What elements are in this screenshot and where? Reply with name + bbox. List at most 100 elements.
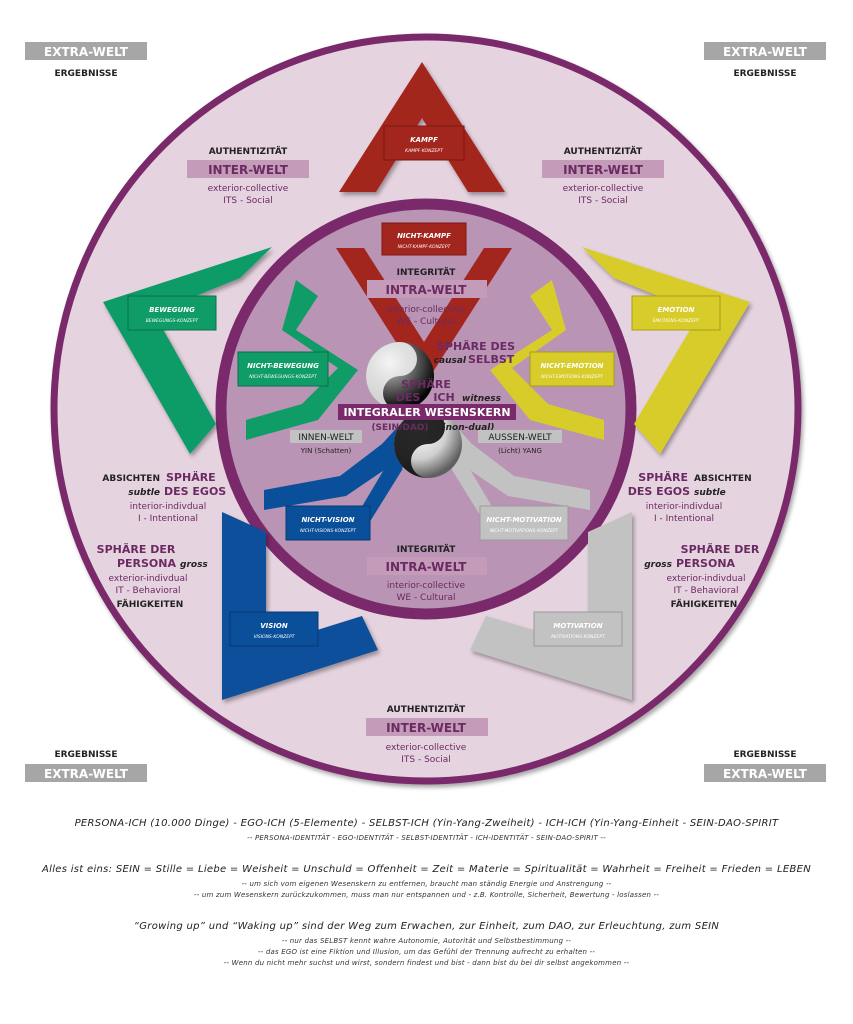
corner-title: EXTRA-WELT — [44, 767, 129, 781]
svg-text:subtle: subtle — [128, 488, 160, 498]
corner-sub: ERGEBNISSE — [733, 750, 796, 760]
svg-text:WE - Cultural: WE - Cultural — [397, 317, 456, 327]
intra-welt-bottom: INTEGRITÄT INTRA-WELT interior-collectiv… — [367, 544, 487, 603]
svg-text:NICHT-MOTIVATION: NICHT-MOTIVATION — [486, 516, 561, 524]
yin-yang-swirl-bottom — [394, 410, 445, 478]
svg-text:PERSONA: PERSONA — [117, 557, 177, 570]
inter-welt-bottom: AUTHENTIZITÄT INTER-WELT exterior-collec… — [366, 704, 488, 765]
svg-text:IT - Behavioral: IT - Behavioral — [115, 586, 180, 596]
inter-welt-top-right: AUTHENTIZITÄT INTER-WELT exterior-collec… — [542, 146, 664, 206]
ich-sphere-line1: SPHÄRE — [401, 377, 451, 391]
yang-label: (Licht) YANG — [498, 447, 542, 455]
selbst-sphere-line2: SELBST — [468, 353, 515, 366]
nicht-emotion-box: NICHT-EMOTION NICHT-EMOTIONS-KONZEPT — [529, 351, 615, 387]
arrival-note: -- Wenn du nicht mehr suchst und wirst, … — [223, 959, 630, 967]
yin-label: YIN (Schatten) — [300, 447, 352, 455]
kampf-box: KAMPF KAMPF-KONZEPT — [383, 125, 465, 161]
corner-sub: ERGEBNISSE — [54, 750, 117, 760]
corner-top-left: EXTRA-WELT ERGEBNISSE — [25, 42, 147, 79]
svg-text:I - Intentional: I - Intentional — [138, 514, 198, 524]
svg-text:exterior-indivdual: exterior-indivdual — [666, 574, 745, 584]
svg-text:NICHT-VISIONS-KONZEPT: NICHT-VISIONS-KONZEPT — [300, 528, 357, 534]
svg-text:INTER-WELT: INTER-WELT — [386, 721, 467, 735]
innen-welt-label: INNEN-WELT — [298, 433, 354, 443]
svg-text:subtle: subtle — [694, 488, 726, 498]
vision-box: VISION VISIONS-KONZEPT — [229, 611, 319, 647]
svg-text:NICHT-BEWEGUNG: NICHT-BEWEGUNG — [247, 362, 319, 370]
svg-text:INTRA-WELT: INTRA-WELT — [386, 283, 468, 297]
right-ego-sphere: SPHÄRE ABSICHTEN DES EGOS subtle interio… — [628, 470, 752, 524]
identity-line: PERSONA-ICH (10.000 Dinge) - EGO-ICH (5-… — [74, 818, 779, 829]
relax-note: -- um zum Wesenskern zurückzukommen, mus… — [194, 891, 659, 899]
svg-text:NICHT-KAMPF: NICHT-KAMPF — [397, 232, 451, 240]
svg-text:ITS - Social: ITS - Social — [223, 196, 273, 206]
svg-text:VISIONS-KONZEPT: VISIONS-KONZEPT — [253, 634, 295, 640]
wesenskern-title: INTEGRALER WESENSKERN — [343, 406, 510, 419]
svg-text:WE - Cultural: WE - Cultural — [397, 593, 456, 603]
svg-text:NICHT-MOTIVATIONS-KONZEPT: NICHT-MOTIVATIONS-KONZEPT — [490, 528, 560, 534]
svg-text:ITS - Social: ITS - Social — [401, 755, 451, 765]
svg-text:SPHÄRE DER: SPHÄRE DER — [681, 542, 760, 556]
svg-text:NICHT-EMOTION: NICHT-EMOTION — [541, 362, 604, 370]
svg-text:interior-indivdual: interior-indivdual — [130, 502, 207, 512]
svg-text:INTEGRITÄT: INTEGRITÄT — [397, 544, 457, 555]
causal-label: causal — [434, 356, 467, 366]
svg-text:INTER-WELT: INTER-WELT — [563, 163, 644, 177]
svg-text:gross: gross — [644, 560, 672, 570]
svg-text:exterior-indivdual: exterior-indivdual — [108, 574, 187, 584]
svg-text:EMOTIONS-KONZEPT: EMOTIONS-KONZEPT — [653, 318, 701, 324]
corner-bottom-right: ERGEBNISSE EXTRA-WELT — [704, 750, 826, 782]
emotion-box: EMOTION EMOTIONS-KONZEPT — [631, 295, 721, 331]
witness-label: witness — [462, 394, 502, 404]
svg-text:FÄHIGKEITEN: FÄHIGKEITEN — [671, 599, 738, 610]
svg-text:EMOTION: EMOTION — [658, 306, 695, 314]
svg-text:ITS - Social: ITS - Social — [578, 196, 628, 206]
svg-text:NICHT-EMOTIONS-KONZEPT: NICHT-EMOTIONS-KONZEPT — [541, 374, 604, 380]
svg-text:SPHÄRE: SPHÄRE — [166, 470, 216, 484]
svg-text:INTER-WELT: INTER-WELT — [208, 163, 289, 177]
alles-ist-eins-line: Alles ist eins: SEIN = Stille = Liebe = … — [41, 864, 812, 875]
identity-subline: -- PERSONA-IDENTITÄT - EGO-IDENTITÄT - S… — [247, 834, 606, 842]
svg-text:exterior-collective: exterior-collective — [386, 743, 467, 753]
selbst-note: -- nur das SELBST kennt wahre Autonomie,… — [281, 937, 572, 945]
growing-up-line: “Growing up” und “Waking up” sind der We… — [133, 921, 720, 932]
svg-text:AUTHENTIZITÄT: AUTHENTIZITÄT — [387, 704, 466, 715]
nicht-vision-box: NICHT-VISION NICHT-VISIONS-KONZEPT — [285, 505, 371, 541]
svg-text:DES EGOS: DES EGOS — [628, 485, 690, 498]
svg-text:interior-collective: interior-collective — [387, 305, 466, 315]
svg-text:FÄHIGKEITEN: FÄHIGKEITEN — [117, 599, 184, 610]
inter-welt-top-left: AUTHENTIZITÄT INTER-WELT exterior-collec… — [187, 146, 309, 206]
yin-yang-swirl-top — [366, 342, 417, 410]
svg-text:SPHÄRE DER: SPHÄRE DER — [97, 542, 176, 556]
svg-text:gross: gross — [180, 560, 208, 570]
corner-sub: ERGEBNISSE — [733, 69, 796, 79]
svg-text:ABSICHTEN: ABSICHTEN — [694, 474, 752, 484]
svg-text:VISION: VISION — [260, 622, 288, 630]
corner-title: EXTRA-WELT — [44, 45, 129, 59]
svg-text:I - Intentional: I - Intentional — [654, 514, 714, 524]
aussen-welt-label: AUSSEN-WELT — [488, 433, 552, 443]
ich-sphere-line2: DES — [396, 391, 421, 404]
right-persona-sphere: SPHÄRE DER gross PERSONA exterior-indivd… — [644, 542, 760, 610]
svg-text:interior-indivdual: interior-indivdual — [646, 502, 723, 512]
svg-text:BEWEGUNGS-KONZEPT: BEWEGUNGS-KONZEPT — [146, 318, 200, 324]
corner-sub: ERGEBNISSE — [54, 69, 117, 79]
motivation-shape — [470, 512, 632, 700]
svg-text:BEWEGUNG: BEWEGUNG — [149, 306, 195, 314]
selbst-sphere-line1: SPHÄRE DES — [437, 339, 515, 353]
svg-text:INTRA-WELT: INTRA-WELT — [386, 560, 468, 574]
nicht-motivation-box: NICHT-MOTIVATION NICHT-MOTIVATIONS-KONZE… — [479, 505, 569, 541]
svg-text:MOTIVATION: MOTIVATION — [553, 622, 602, 630]
svg-text:AUTHENTIZITÄT: AUTHENTIZITÄT — [564, 146, 643, 157]
svg-text:ABSICHTEN: ABSICHTEN — [102, 474, 160, 484]
motivation-box: MOTIVATION MOTIVATIONS-KONZEPT — [533, 611, 623, 647]
nicht-kampf-box: NICHT-KAMPF NICHT-KAMPF-KONZEPT — [381, 222, 467, 256]
ich-sphere-line3: ICH — [433, 391, 454, 404]
center-labels: SPHÄRE DES causal SELBST SPHÄRE DES ICH … — [290, 339, 562, 455]
svg-text:PERSONA: PERSONA — [676, 557, 736, 570]
corner-top-right: EXTRA-WELT ERGEBNISSE — [704, 42, 826, 79]
nicht-vision-shape — [264, 420, 420, 510]
svg-text:AUTHENTIZITÄT: AUTHENTIZITÄT — [209, 146, 288, 157]
vision-shape — [222, 512, 378, 700]
